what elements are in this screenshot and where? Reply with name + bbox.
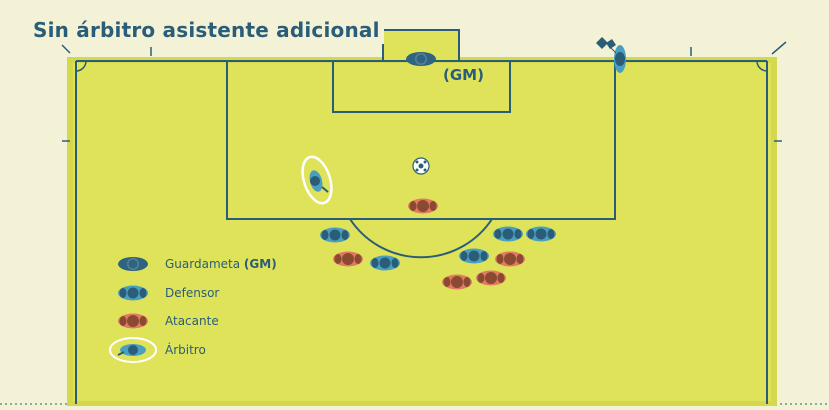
attacker-marker — [476, 270, 506, 286]
penalty-arc — [349, 218, 493, 259]
legend-goalkeeper-bold: (GM) — [243, 257, 277, 271]
legend-goalkeeper-label: Guardameta (GM) — [165, 257, 277, 271]
legend-attacker-icon — [118, 313, 148, 329]
ball — [412, 157, 430, 175]
legend-goalkeeper-text: Guardameta — [165, 257, 241, 271]
tick-mark — [61, 44, 71, 54]
legend-defender-label: Defensor — [165, 286, 220, 300]
attacker-marker — [495, 251, 525, 267]
defender-marker — [320, 227, 350, 243]
pitch-field — [70, 60, 774, 404]
defender-marker — [493, 226, 523, 242]
diagram-title: Sin árbitro asistente adicional — [30, 16, 384, 44]
tick-mark — [771, 41, 787, 55]
legend-attacker-label: Atacante — [165, 314, 219, 328]
legend-goalkeeper-icon — [118, 257, 148, 271]
attacker-marker — [333, 251, 363, 267]
goalkeeper-marker — [406, 52, 436, 66]
defender-marker — [526, 226, 556, 242]
legend-defender-icon — [118, 285, 148, 301]
attacker-marker — [442, 274, 472, 290]
referee-marker — [301, 155, 333, 205]
assistant-referee-marker — [596, 37, 626, 73]
corner-arc-right — [756, 60, 768, 72]
defender-marker — [459, 248, 489, 264]
goalkeeper-tag: (GM) — [443, 66, 484, 84]
legend-referee-label: Árbitro — [165, 343, 206, 357]
defender-marker — [370, 255, 400, 271]
attacker-marker — [408, 198, 438, 214]
corner-arc-left — [75, 60, 87, 72]
legend-referee-icon — [109, 337, 157, 363]
